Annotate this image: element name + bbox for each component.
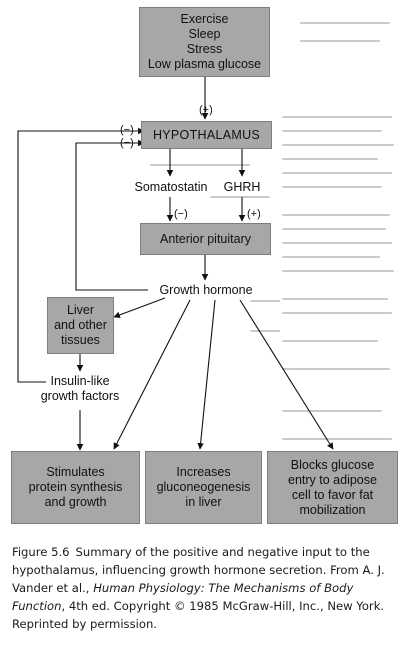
somatostatin-label: Somatostatin [134,180,208,194]
stimuli-text: Exercise Sleep Stress Low plasma glucose [147,12,262,71]
caption-text: Summary of the positive and negative inp… [12,545,385,595]
sign-stimuli-positive: (+) [199,104,213,116]
sign-somatostatin-negative: (−) [174,208,188,220]
gluconeogenesis-box: Increases gluconeogenesis in liver [145,451,262,524]
liver-box: Liver and other tissues [47,297,114,354]
figure-label: Figure 5.6 [12,545,70,559]
sign-ghrh-positive: (+) [247,208,261,220]
sign-feedback-igf: (−) [120,124,134,136]
gluconeogenesis-label: Increases gluconeogenesis in liver [156,465,251,509]
diagram-arrows [17,77,334,451]
growth-hormone-label: Growth hormone [159,283,253,297]
anterior-pituitary-label: Anterior pituitary [159,231,251,246]
caption-book-title: Human Physiology: The Mechanisms of Body… [12,581,354,613]
hypothalamus-box: HYPOTHALAMUS [141,121,272,149]
ghrh-label: GHRH [223,180,261,194]
sign-feedback-gh: (−) [120,137,134,149]
protein-synthesis-label: Stimulates protein synthesis and growth [28,465,123,509]
igf-label: Insulin-like growth factors [40,374,120,403]
glucose-block-label: Blocks glucose entry to adipose cell to … [288,457,377,517]
protein-synthesis-box: Stimulates protein synthesis and growth [11,451,140,524]
liver-label: Liver and other tissues [54,303,107,347]
hypothalamus-label: HYPOTHALAMUS [152,127,261,142]
glucose-block-box: Blocks glucose entry to adipose cell to … [267,451,398,524]
caption-rest: , 4th ed. Copyright © 1985 McGraw-Hill, … [12,599,385,631]
anterior-pituitary-box: Anterior pituitary [140,223,271,255]
stimuli-box: Exercise Sleep Stress Low plasma glucose [139,7,270,77]
